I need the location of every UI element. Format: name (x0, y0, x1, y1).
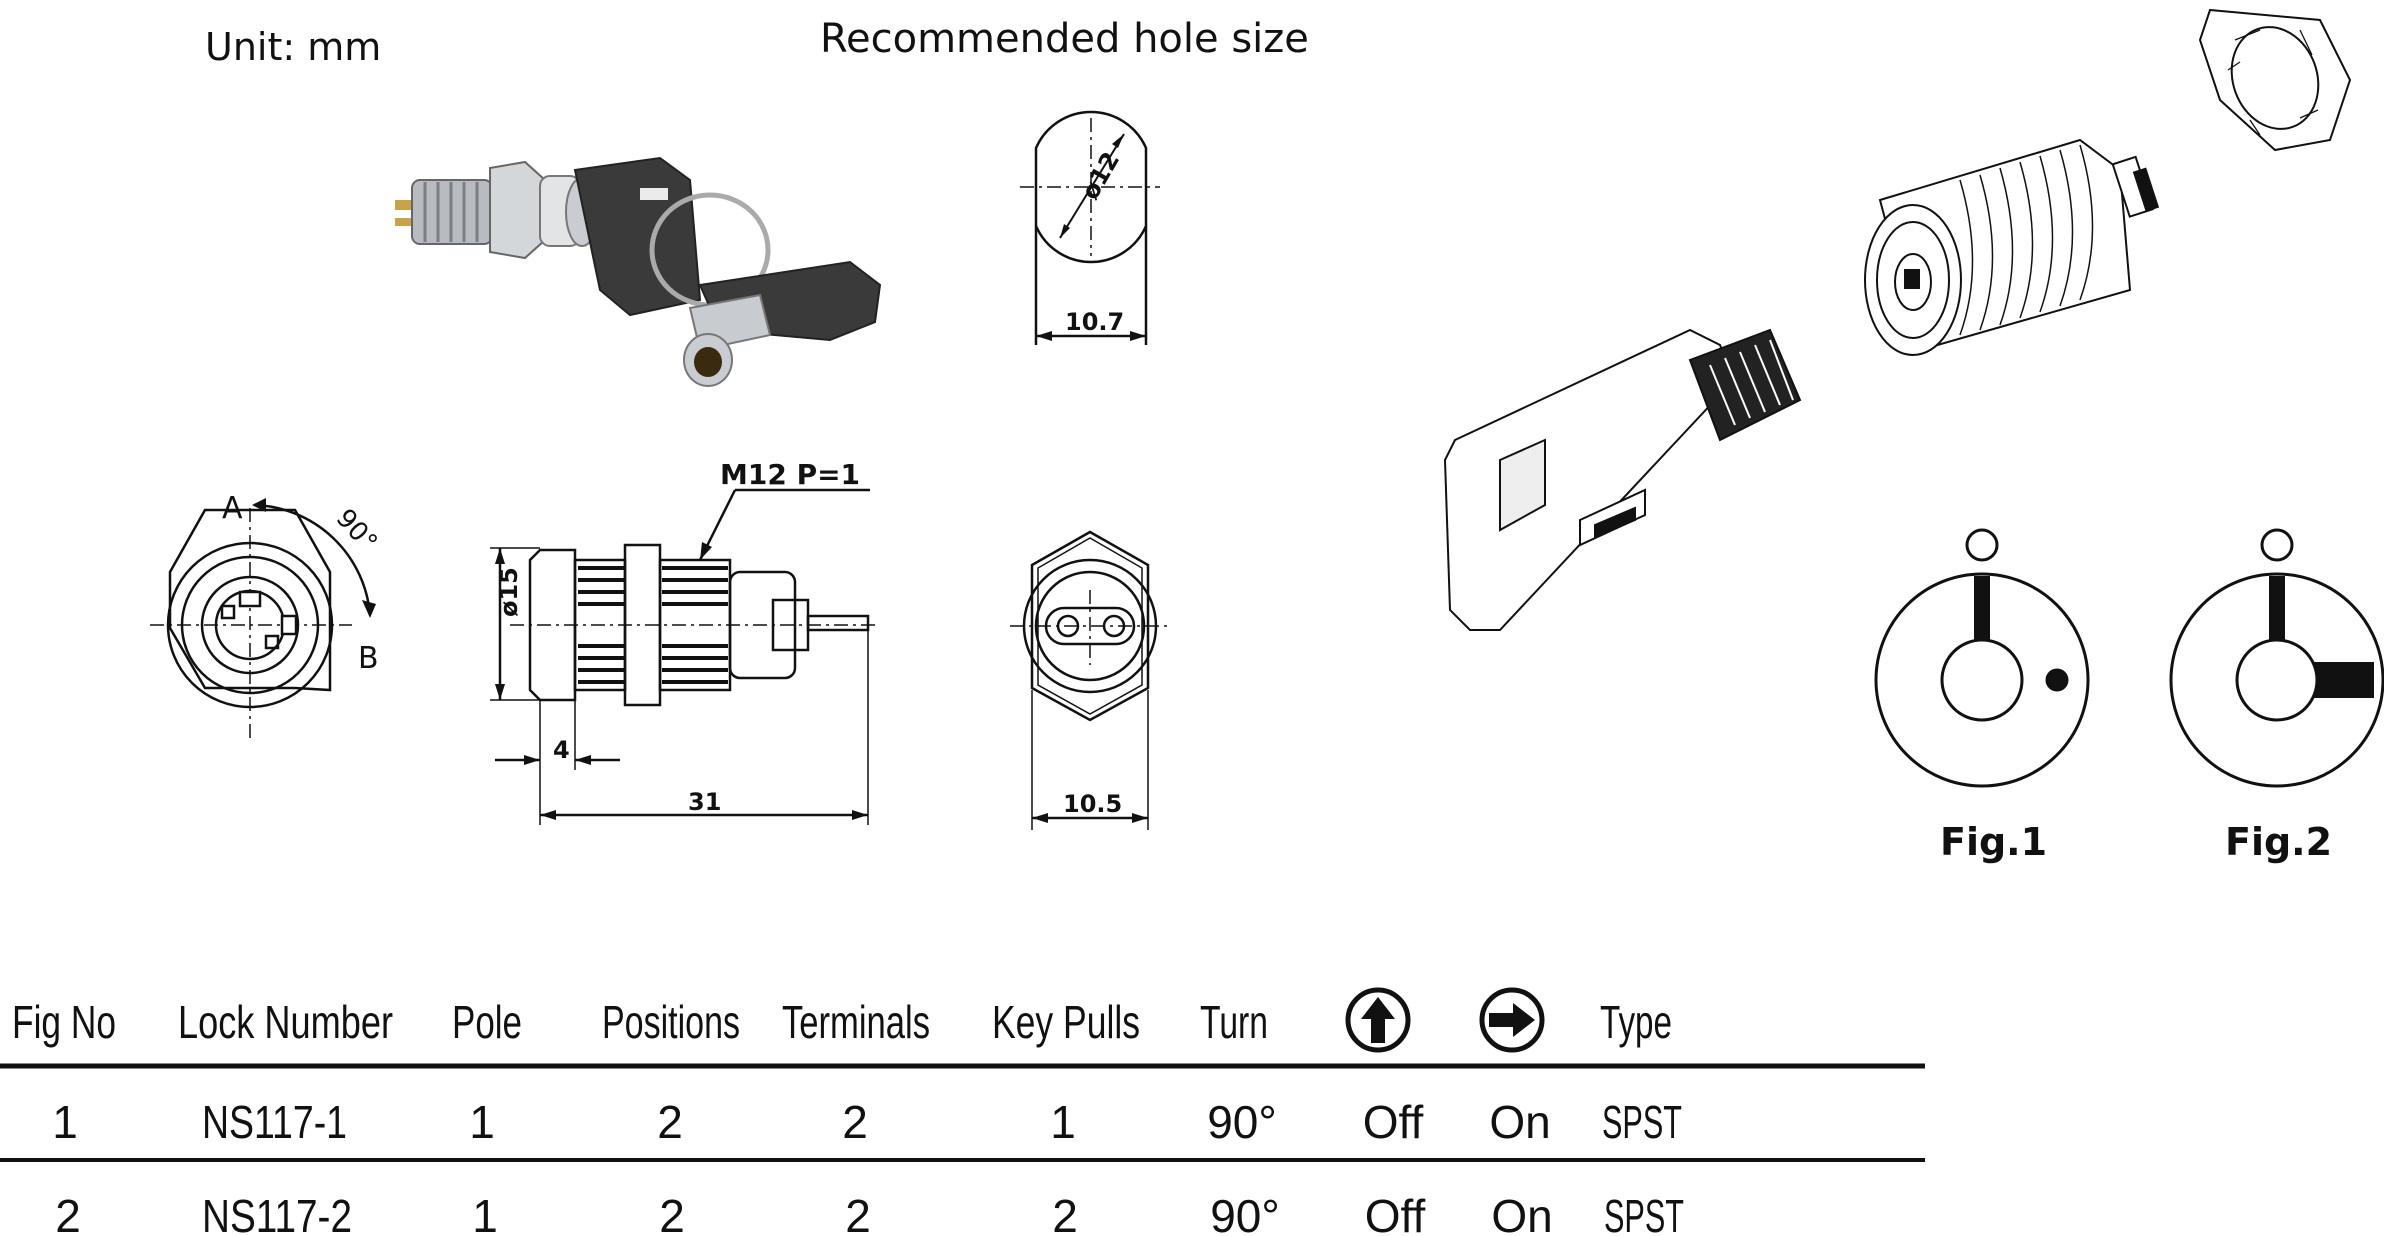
hex-width-label: 10.5 (1063, 790, 1122, 818)
exploded-isometric-drawing (1443, 8, 2352, 631)
hole-size-title: Recommended hole size (820, 16, 1309, 62)
cell-off: Off (1365, 1190, 1426, 1236)
table-header-row: Fig No Lock Number Pole Positions Termin… (12, 987, 1672, 1053)
cell-key-pulls: 1 (1050, 1096, 1076, 1148)
fig2-position-diagram (2169, 528, 2384, 788)
cell-pole: 1 (472, 1190, 498, 1236)
cell-fig-no: 2 (55, 1190, 81, 1236)
rear-view-drawing (1010, 530, 1170, 830)
table-row: 2 NS117-2 1 2 2 2 90° Off On SPST (55, 1190, 1684, 1236)
cell-turn: 90° (1207, 1096, 1277, 1148)
header-key-pulls: Key Pulls (992, 996, 1140, 1048)
cell-positions: 2 (659, 1190, 685, 1236)
cell-on: On (1491, 1190, 1552, 1236)
up-arrow-icon (1345, 987, 1411, 1053)
header-type: Type (1600, 996, 1672, 1048)
position-a-label: A (222, 491, 243, 526)
cell-type: SPST (1602, 1096, 1682, 1148)
fig1-caption: Fig.1 (1940, 820, 2047, 864)
cell-lock-number: NS117-1 (202, 1096, 347, 1148)
fig1-position-diagram (1874, 528, 2090, 788)
header-turn: Turn (1200, 996, 1268, 1048)
hole-size-drawing (1020, 110, 1160, 345)
unit-label: Unit: mm (205, 25, 381, 69)
header-lock-number: Lock Number (178, 996, 393, 1048)
cell-terminals: 2 (845, 1190, 871, 1236)
rotation-angle-label: 90° (330, 503, 383, 557)
header-fig-no: Fig No (12, 996, 116, 1048)
cell-key-pulls: 2 (1052, 1190, 1078, 1236)
cell-positions: 2 (657, 1096, 683, 1148)
thread-spec-label: M12 P=1 (720, 458, 860, 491)
cell-turn: 90° (1210, 1190, 1280, 1236)
front-view-drawing (150, 498, 376, 740)
body-diameter-label: ø15 (495, 567, 523, 617)
cell-off: Off (1363, 1096, 1424, 1148)
flange-thickness-label: 4 (553, 736, 570, 764)
cell-lock-number: NS117-2 (202, 1190, 352, 1236)
spec-table: Fig No Lock Number Pole Positions Termin… (0, 987, 1925, 1236)
header-positions: Positions (602, 996, 740, 1048)
hole-diameter-label: ø12 (1076, 147, 1125, 204)
cell-fig-no: 1 (52, 1096, 78, 1148)
header-pole: Pole (452, 996, 522, 1048)
cell-pole: 1 (469, 1096, 495, 1148)
cell-on: On (1489, 1096, 1550, 1148)
position-b-label: B (358, 641, 379, 676)
table-row: 1 NS117-1 1 2 2 1 90° Off On SPST (52, 1096, 1682, 1148)
cell-terminals: 2 (842, 1096, 868, 1148)
header-terminals: Terminals (782, 996, 930, 1048)
right-arrow-icon (1479, 987, 1545, 1053)
fig2-caption: Fig.2 (2225, 820, 2332, 864)
overall-length-label: 31 (688, 788, 721, 816)
product-photo (395, 156, 882, 387)
hole-width-label: 10.7 (1065, 308, 1124, 336)
cell-type: SPST (1604, 1190, 1684, 1236)
side-view-drawing (490, 488, 880, 825)
